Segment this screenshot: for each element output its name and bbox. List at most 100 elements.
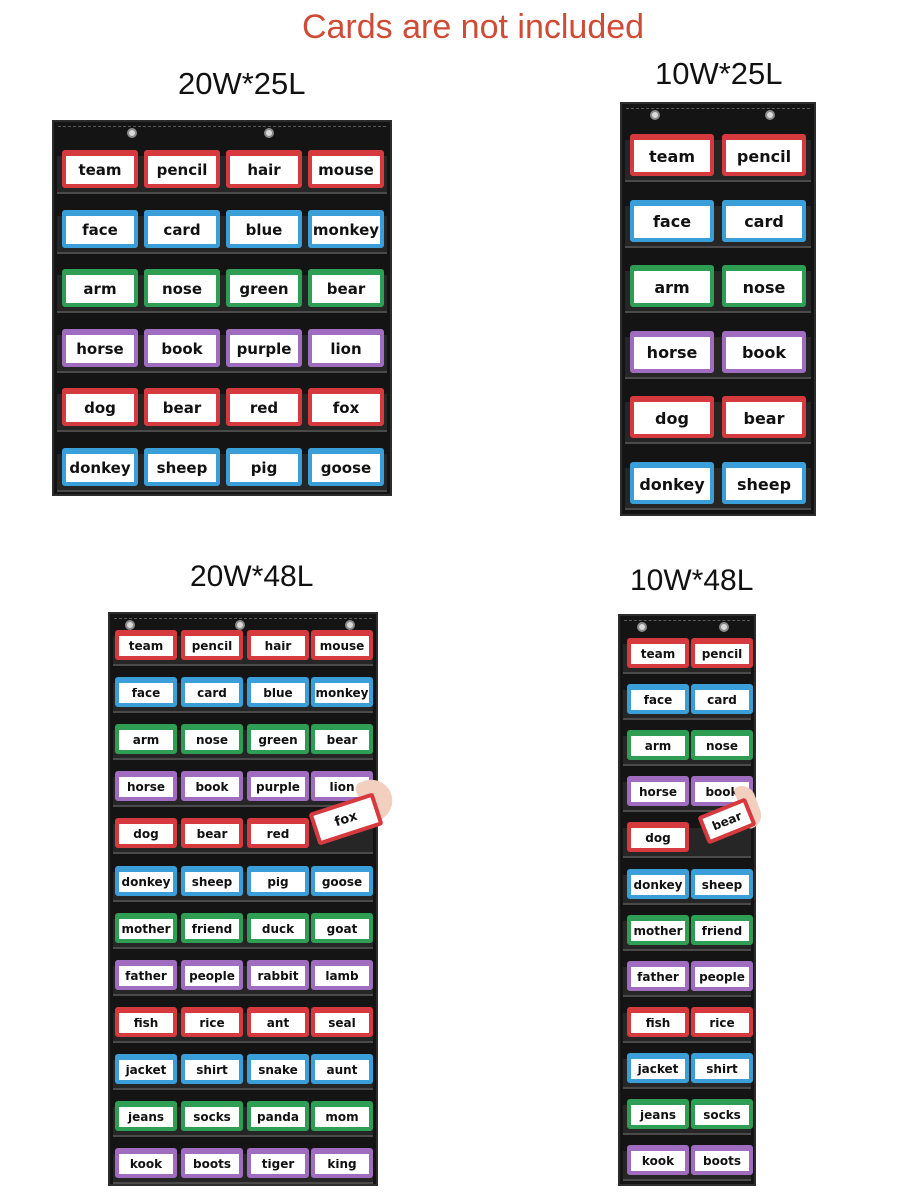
word-card: horse — [630, 330, 714, 373]
word-card: jeans — [627, 1099, 689, 1129]
word-card: pencil — [691, 638, 753, 668]
word-card: snake — [247, 1053, 309, 1084]
grommet-icon — [125, 620, 135, 630]
word-card: green — [247, 724, 309, 755]
word-card: shirt — [181, 1053, 243, 1084]
word-card: red — [247, 818, 309, 849]
word-card: book — [144, 328, 220, 367]
word-card: mother — [115, 912, 177, 943]
word-card: horse — [627, 776, 689, 807]
word-card: purple — [226, 328, 302, 367]
word-card: sheep — [722, 462, 806, 504]
word-card: socks — [181, 1101, 243, 1131]
word-card: father — [627, 960, 689, 991]
word-card: jacket — [627, 1052, 689, 1083]
word-card: boots — [181, 1148, 243, 1179]
word-card: friend — [181, 912, 243, 943]
word-card: pig — [226, 448, 302, 486]
word-card: jacket — [115, 1053, 177, 1084]
word-card: socks — [691, 1099, 753, 1129]
word-card: sheep — [144, 448, 220, 486]
word-card: bear — [308, 269, 384, 308]
word-card: blue — [226, 209, 302, 248]
word-card: horse — [62, 328, 138, 367]
word-card: lamb — [311, 959, 373, 990]
grommet-icon — [765, 110, 775, 120]
word-card: dog — [627, 822, 689, 853]
word-card: donkey — [630, 462, 714, 504]
word-card: fish — [115, 1006, 177, 1037]
word-card: sheep — [691, 868, 753, 899]
word-card: nose — [691, 730, 753, 761]
word-card: goose — [311, 865, 373, 896]
word-card: blue — [247, 677, 309, 708]
word-card: card — [181, 677, 243, 708]
panel-stitching — [58, 126, 386, 127]
word-card: pencil — [181, 630, 243, 660]
word-card: arm — [62, 269, 138, 308]
word-card: aunt — [311, 1053, 373, 1084]
word-card: boots — [691, 1145, 753, 1176]
grommet-icon — [345, 620, 355, 630]
word-card: ant — [247, 1006, 309, 1037]
word-card: arm — [627, 730, 689, 761]
word-card: fox — [308, 388, 384, 427]
word-card: king — [311, 1148, 373, 1179]
word-card: seal — [311, 1006, 373, 1037]
word-card: nose — [181, 724, 243, 755]
word-card: arm — [115, 724, 177, 755]
word-card: bear — [311, 724, 373, 755]
word-card: fish — [627, 1006, 689, 1037]
word-card: monkey — [311, 677, 373, 708]
word-card: nose — [722, 265, 806, 308]
word-card: sheep — [181, 865, 243, 896]
word-card: bear — [722, 396, 806, 439]
word-card: rabbit — [247, 959, 309, 990]
word-card: friend — [691, 914, 753, 945]
grommet-icon — [235, 620, 245, 630]
word-card: people — [181, 959, 243, 990]
grommet-icon — [650, 110, 660, 120]
word-card: card — [144, 209, 220, 248]
word-card: dog — [630, 396, 714, 439]
word-card: shirt — [691, 1052, 753, 1083]
panel-title-20w48l: 20W*48L — [190, 560, 314, 593]
word-card: arm — [630, 265, 714, 308]
panel-stitching — [626, 108, 810, 109]
panel-title-20w25l: 20W*25L — [178, 66, 306, 101]
word-card: mouse — [311, 630, 373, 660]
word-card: nose — [144, 269, 220, 308]
word-card: father — [115, 959, 177, 990]
word-card: donkey — [115, 865, 177, 896]
word-card: book — [722, 330, 806, 373]
word-card: red — [226, 388, 302, 427]
grommet-icon — [637, 622, 647, 632]
word-card: pig — [247, 865, 309, 896]
word-card: face — [115, 677, 177, 708]
word-card: green — [226, 269, 302, 308]
word-card: tiger — [247, 1148, 309, 1179]
word-card: face — [630, 199, 714, 242]
word-card: card — [722, 199, 806, 242]
word-card: team — [630, 134, 714, 176]
panel-title-10w48l: 10W*48L — [630, 564, 754, 597]
word-card: panda — [247, 1101, 309, 1131]
word-card: pencil — [722, 134, 806, 176]
word-card: goat — [311, 912, 373, 943]
panel-title-10w25l: 10W*25L — [655, 56, 783, 91]
word-card: bear — [144, 388, 220, 427]
panel-stitching — [114, 618, 372, 619]
word-card: dog — [62, 388, 138, 427]
word-card: face — [62, 209, 138, 248]
word-card: hair — [226, 150, 302, 188]
word-card: jeans — [115, 1101, 177, 1131]
grommet-icon — [719, 622, 729, 632]
word-card: horse — [115, 771, 177, 802]
word-card: duck — [247, 912, 309, 943]
word-card: mouse — [308, 150, 384, 188]
word-card: people — [691, 960, 753, 991]
grommet-icon — [264, 128, 274, 138]
